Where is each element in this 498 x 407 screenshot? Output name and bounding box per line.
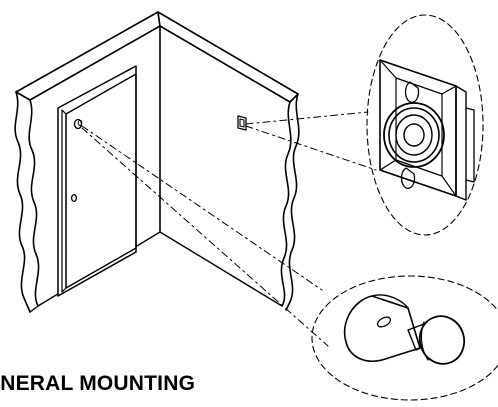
- leader-lines: [81, 111, 377, 347]
- rubber-knob-head: [418, 315, 466, 365]
- detail-callout-ellipse: [366, 14, 484, 236]
- knob-stop-detail: [311, 275, 498, 401]
- bumper-ring-inner: [403, 123, 425, 147]
- wall-mounted-stop: [237, 115, 247, 131]
- bumper-ring-outer: [383, 102, 445, 168]
- door-mounted-stop: [73, 118, 83, 130]
- wall-plate-detail: [366, 14, 484, 236]
- door-knob: [70, 193, 78, 203]
- door: [57, 65, 137, 297]
- diagram-caption: ENERAL MOUNTING: [0, 372, 196, 395]
- right-wall: [157, 11, 300, 311]
- cone-screw-hole: [376, 316, 392, 328]
- screw-slot-top: [404, 81, 420, 103]
- screw-slot-bottom: [400, 167, 416, 189]
- detail-callout-ellipse-2: [311, 275, 498, 401]
